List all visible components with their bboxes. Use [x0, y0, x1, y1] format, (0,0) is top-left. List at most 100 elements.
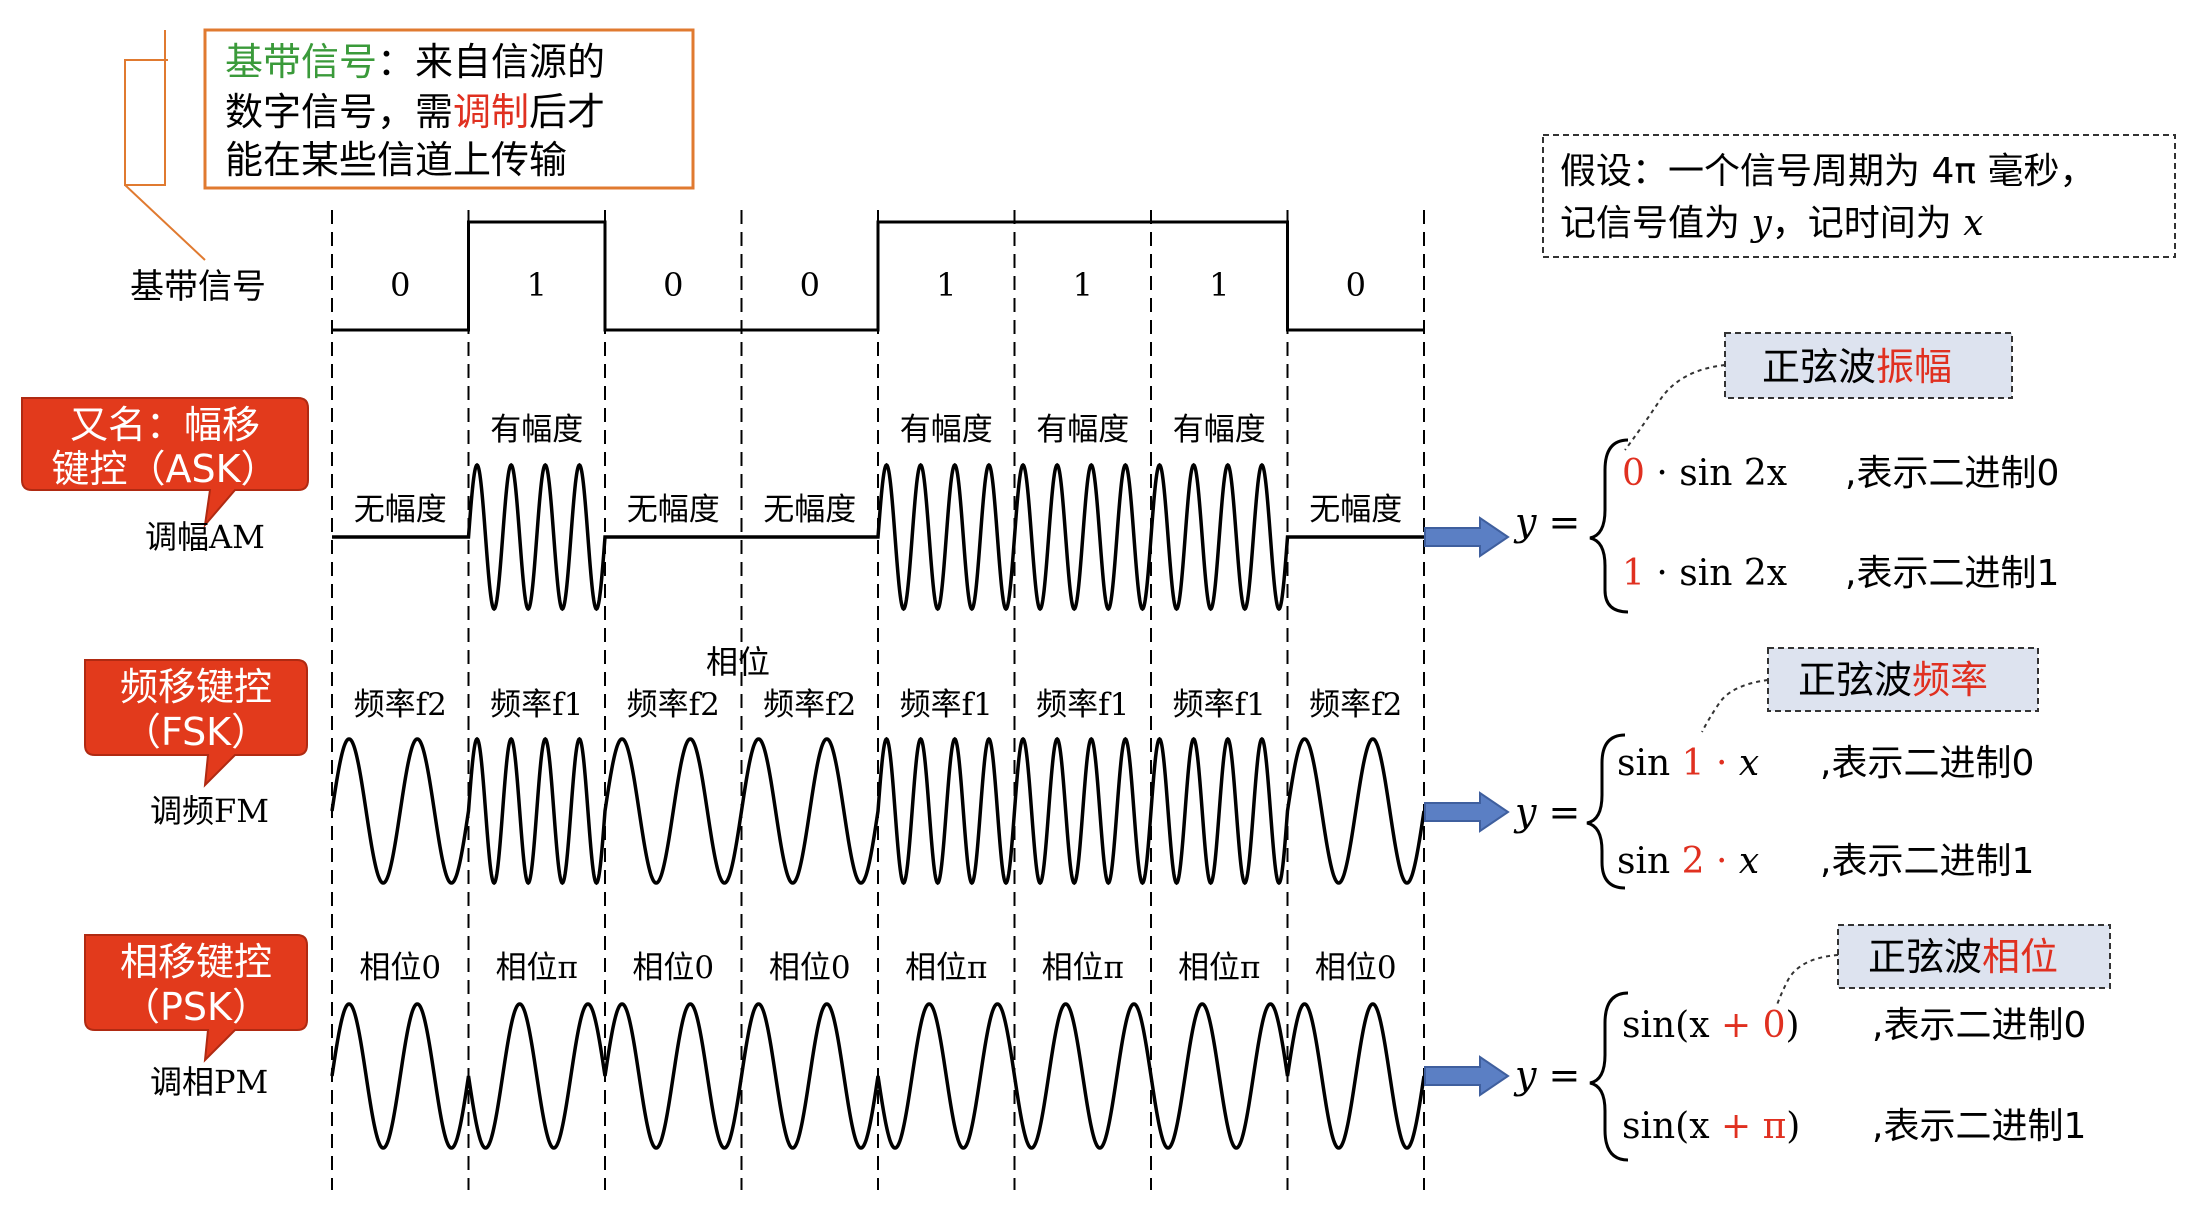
pm-segment-label: 相位π — [905, 950, 987, 986]
am-line0: 0 · sin 2x — [1622, 453, 1787, 494]
note-line3: 能在某些信道上传输 — [225, 138, 567, 182]
am-brace — [1589, 438, 1629, 614]
bit-label: 0 — [390, 266, 410, 304]
am-segment-label: 无幅度 — [627, 492, 720, 528]
pm-lhs: y = — [1513, 1053, 1580, 1097]
pm-line0-desc: ,表示二进制0 — [1872, 1005, 2086, 1046]
fm-callout-line2: （FSK） — [123, 710, 269, 754]
pm-arrow-icon — [1424, 1055, 1510, 1097]
fm-callout: 频移键控 （FSK） — [84, 659, 308, 788]
assumption-line2: 记信号值为 y，记时间为 x — [1560, 203, 1984, 244]
pm-line0-pre: sin(x — [1622, 1005, 1721, 1046]
am-lhs: y = — [1513, 500, 1580, 544]
pm-tag: 正弦波相位 — [1868, 935, 2058, 979]
pm-tag-b: 相位 — [1982, 935, 2058, 979]
fm-label: 调频FM — [150, 792, 269, 830]
pm-tag-a: 正弦波 — [1868, 935, 1982, 979]
am-line1-coef: 1 — [1622, 553, 1645, 594]
am-arrow-icon — [1424, 516, 1510, 558]
am-segment-label: 有幅度 — [1173, 412, 1266, 448]
baseband-label: 基带信号 — [130, 267, 266, 307]
note-line1: 基带信号：来自信源的 — [225, 40, 605, 84]
am-segment-label: 无幅度 — [763, 492, 856, 528]
fm-tag-b: 频率 — [1912, 658, 1988, 702]
pm-segment-label: 相位0 — [769, 950, 851, 986]
bit-label: 0 — [800, 266, 820, 304]
bit-label: 1 — [1209, 266, 1229, 304]
am-callout-line2: 键控（ASK） — [51, 447, 278, 491]
note-highlight: 调制 — [453, 90, 529, 134]
pm-segment-labels: 相位0 相位π 相位0 相位0 相位π 相位π 相位π 相位0 — [359, 950, 1396, 986]
am-line1: 1 · sin 2x — [1622, 553, 1787, 594]
am-segment-label: 有幅度 — [490, 412, 583, 448]
am-line1-desc: ,表示二进制1 — [1845, 553, 2059, 594]
note-line2-b: 后才 — [529, 90, 605, 134]
pm-callout: 相移键控 （PSK） — [84, 934, 308, 1063]
fm-tag-box — [1767, 647, 2039, 712]
pm-line0: sin(x + 0) — [1622, 1005, 1800, 1046]
fm-line0-desc: ,表示二进制0 — [1820, 743, 2034, 784]
am-segment-label: 有幅度 — [1036, 412, 1129, 448]
assumption-line2-b: ，记时间为 — [1772, 203, 1963, 244]
am-line0-coef: 0 — [1622, 453, 1645, 494]
assumption-line1: 假设：一个信号周期为 4π 毫秒， — [1560, 151, 2095, 192]
am-tag-b: 振幅 — [1876, 345, 1952, 389]
note-box — [203, 28, 695, 190]
pm-segment-label: 相位π — [1042, 950, 1124, 986]
note-leader — [124, 184, 206, 261]
am-waveform — [332, 462, 1424, 612]
am-tag-a: 正弦波 — [1762, 345, 1876, 389]
note-colon: ： — [377, 40, 415, 84]
fm-arrow-icon — [1424, 791, 1510, 833]
fm-line1: sin 2 · x — [1617, 841, 1759, 882]
fm-segment-label: 频率f2 — [627, 687, 720, 723]
fm-tag-leader — [1701, 679, 1769, 733]
pm-segment-label: 相位0 — [359, 950, 441, 986]
bit-label: 0 — [1346, 266, 1366, 304]
pm-segment-label: 相位0 — [632, 950, 714, 986]
fm-segment-label: 频率f1 — [900, 687, 993, 723]
segment-separators — [331, 210, 1425, 1190]
note-bracket — [124, 30, 168, 186]
note-line2-a: 数字信号，需 — [225, 90, 453, 134]
fm-segment-label: 频率f2 — [1309, 687, 1402, 723]
pm-segment-label: 相位π — [1178, 950, 1260, 986]
pm-label: 调相PM — [150, 1063, 268, 1101]
fm-callout-line1: 频移键控 — [120, 665, 272, 709]
pm-segment-label: 相位π — [496, 950, 578, 986]
am-line0-rest: · sin 2x — [1645, 453, 1787, 494]
pm-waveform — [330, 1002, 1426, 1150]
fm-segment-label: 频率f1 — [1173, 687, 1266, 723]
pm-line1-desc: ,表示二进制1 — [1872, 1106, 2086, 1147]
fm-line1-post: x — [1739, 841, 1759, 882]
am-tag-box — [1724, 332, 2013, 399]
am-tag: 正弦波振幅 — [1762, 345, 1952, 389]
baseband-waveform — [332, 220, 1424, 332]
fm-line0-coef: 1 · — [1682, 743, 1739, 784]
pm-callout-line2: （PSK） — [122, 985, 270, 1029]
fm-tag-a: 正弦波 — [1798, 658, 1912, 702]
fm-line1-pre: sin — [1617, 841, 1682, 882]
pm-line0-post: ) — [1785, 1005, 1799, 1046]
pm-segment-label: 相位0 — [1315, 950, 1397, 986]
assumption-y: y — [1749, 203, 1772, 244]
fm-line1-desc: ,表示二进制1 — [1820, 841, 2034, 882]
fm-segment-label: 频率f1 — [1036, 687, 1129, 723]
phase-overlay-label: 相位 — [706, 643, 770, 681]
fm-lhs: y = — [1513, 790, 1580, 834]
am-line0-desc: ,表示二进制0 — [1845, 453, 2059, 494]
fm-segment-label: 频率f2 — [354, 687, 447, 723]
note-line1-rest: 来自信源的 — [415, 40, 605, 84]
am-segment-label: 有幅度 — [900, 412, 993, 448]
am-label: 调幅AM — [145, 518, 265, 556]
fm-line1-coef: 2 · — [1682, 841, 1739, 882]
fm-line0: sin 1 · x — [1617, 743, 1759, 784]
pm-tag-box — [1837, 924, 2111, 989]
pm-line1-post: ) — [1786, 1106, 1800, 1147]
fm-segment-label: 频率f1 — [490, 687, 583, 723]
note-term: 基带信号 — [225, 40, 377, 84]
fm-line0-pre: sin — [1617, 743, 1682, 784]
